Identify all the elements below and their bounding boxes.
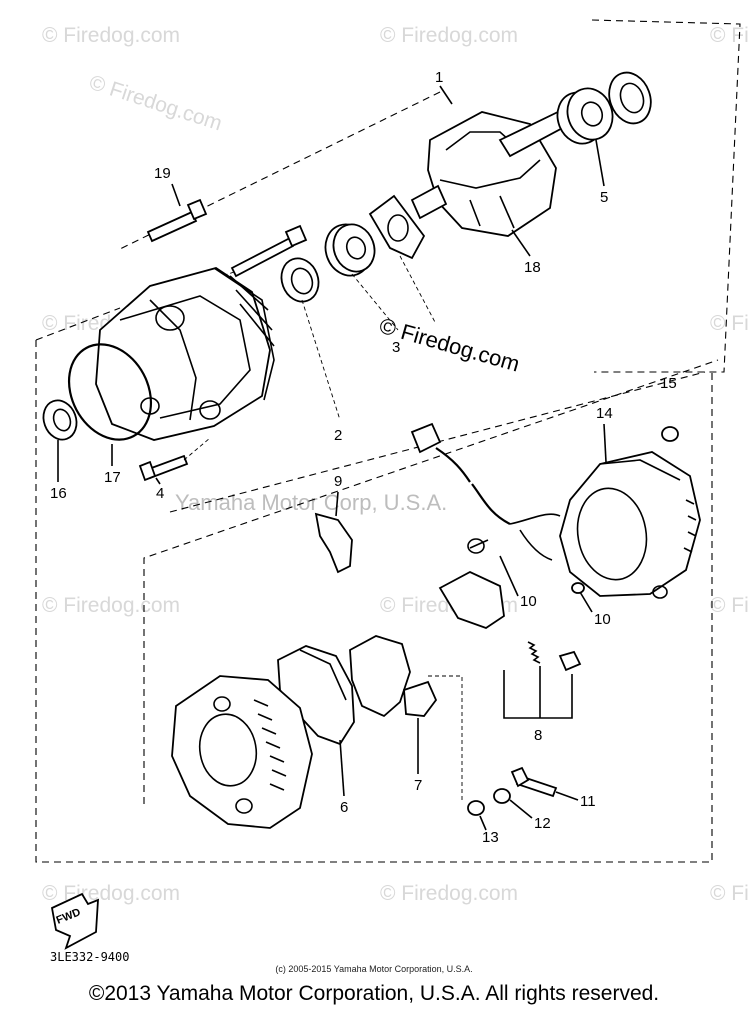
rotor-18: 18 — [410, 108, 572, 276]
svg-text:2: 2 — [334, 427, 342, 444]
bolt-19: 19 — [146, 165, 208, 243]
watermark: © Firedog.com — [380, 882, 518, 905]
copyright-notice: ©2013 Yamaha Motor Corporation, U.S.A. A… — [88, 982, 660, 1005]
screw-11: 11 — [510, 766, 596, 810]
washer-13: 13 — [467, 800, 499, 846]
fwd-arrow-icon: FWD — [50, 892, 99, 950]
assembly-frames — [35, 19, 741, 863]
svg-text:10: 10 — [594, 611, 611, 628]
bracket-10: 10 10 — [438, 538, 611, 629]
watermark: © Firedog.com — [86, 71, 224, 136]
svg-text:16: 16 — [50, 485, 67, 502]
cap-screw — [661, 426, 679, 442]
watermark: © Firedog.com — [710, 312, 748, 335]
brush-set-8: 8 — [503, 641, 582, 744]
svg-text:4: 4 — [156, 485, 164, 502]
svg-text:3: 3 — [392, 339, 400, 356]
svg-text:15: 15 — [660, 375, 677, 392]
svg-text:17: 17 — [104, 469, 121, 486]
svg-text:14: 14 — [596, 405, 613, 422]
washer-12: 12 — [493, 788, 551, 832]
svg-text:6: 6 — [340, 799, 348, 816]
rectifier-7: 7 — [349, 635, 463, 800]
svg-text:10: 10 — [520, 593, 537, 610]
diagram-code: 3LE332-9400 — [50, 950, 129, 964]
svg-text:8: 8 — [534, 727, 542, 744]
watermark: © Firedog.com — [710, 24, 748, 47]
watermark: © Firedog.com — [42, 24, 180, 47]
seal-16: 16 — [42, 399, 78, 502]
oil-seal — [608, 71, 652, 125]
retainer-plate — [368, 194, 437, 325]
watermark: © Firedog.com — [42, 882, 180, 905]
watermark: © Firedog.com — [710, 882, 748, 905]
watermark: © Firedog.com — [710, 594, 748, 617]
brush-holder-9: 9 — [314, 473, 353, 574]
washer-2: 2 — [280, 257, 342, 444]
bearing-5: 5 — [556, 87, 614, 206]
o-ring-17: 17 — [67, 343, 153, 486]
wire-lead — [410, 422, 561, 561]
rear-cover-14: 14 15 — [559, 375, 701, 599]
through-bolt — [209, 224, 308, 281]
svg-text:19: 19 — [154, 165, 171, 182]
svg-text:1: 1 — [435, 69, 443, 86]
watermark: © Firedog.com — [380, 24, 518, 47]
svg-text:18: 18 — [524, 259, 541, 276]
small-copyright: (c) 2005-2015 Yamaha Motor Corporation, … — [275, 964, 472, 974]
bearing-3: 3 — [324, 223, 400, 356]
front-housing — [171, 675, 313, 829]
svg-text:11: 11 — [580, 793, 596, 810]
svg-text:9: 9 — [334, 473, 342, 490]
alternator-housing — [95, 267, 275, 441]
bolt-4: 4 — [138, 437, 211, 502]
svg-text:13: 13 — [482, 829, 499, 846]
watermark: © Firedog.com — [42, 594, 180, 617]
watermark-yamaha: Yamaha Motor Corp, U.S.A. — [175, 490, 447, 515]
svg-text:5: 5 — [600, 189, 608, 206]
svg-text:12: 12 — [534, 815, 551, 832]
svg-text:7: 7 — [414, 777, 422, 794]
callout-1: 1 — [435, 69, 453, 105]
